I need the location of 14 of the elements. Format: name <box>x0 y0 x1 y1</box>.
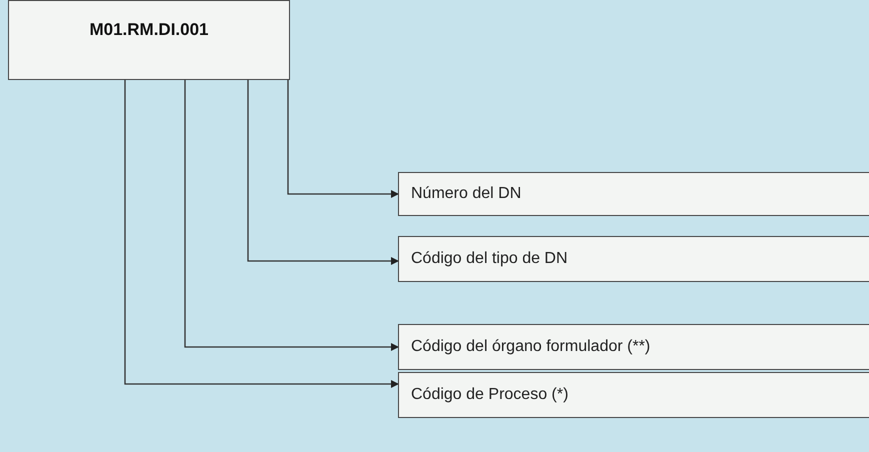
label-box <box>398 324 869 370</box>
label-text: Código del tipo de DN <box>411 249 568 269</box>
label-text: Número del DN <box>411 184 522 204</box>
connector-arrow <box>287 80 399 198</box>
connector-arrow <box>124 80 399 388</box>
connector-arrow <box>247 80 399 265</box>
label-box <box>398 172 869 216</box>
label-text: Código del órgano formulador (**) <box>411 337 650 357</box>
code-box <box>8 0 290 80</box>
label-box <box>398 372 869 418</box>
connector-arrow <box>184 80 399 351</box>
label-box <box>398 236 869 282</box>
code-text: M01.RM.DI.001 <box>89 19 209 41</box>
label-text: Código de Proceso (*) <box>411 385 568 405</box>
